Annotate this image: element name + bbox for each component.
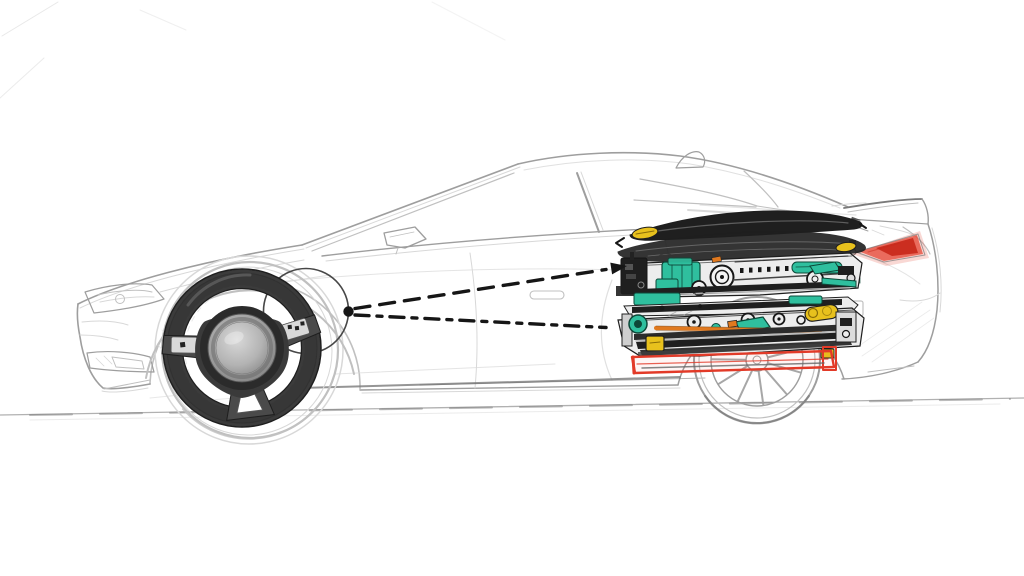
callout-line-lower	[353, 313, 608, 330]
steering-wheel	[161, 268, 322, 428]
door-handle-sketch	[529, 290, 565, 300]
rail-assembly-lower	[617, 304, 865, 359]
arrowhead-icon	[610, 262, 627, 275]
steering-wheel-hub	[195, 306, 289, 398]
sketch-guide-strokes	[0, 1, 506, 99]
blade-assembly-top	[615, 210, 867, 262]
mirror-sketch	[383, 226, 427, 255]
antenna-fin-sketch	[675, 151, 706, 169]
yellow-cap-right	[835, 241, 857, 253]
taillight	[852, 231, 929, 266]
ground-lines	[0, 376, 1024, 421]
yellow-foot	[645, 335, 665, 352]
callout-origin-dot	[343, 306, 354, 317]
headlight-sketch	[84, 283, 165, 314]
front-intake-sketch	[86, 351, 155, 373]
motor-assembly-mid	[616, 252, 863, 298]
floor-frame-red-outline	[630, 343, 837, 375]
rear-mechanism-stack	[615, 204, 867, 375]
callout-line-upper	[353, 267, 608, 311]
rail-bolts	[686, 312, 806, 330]
rivet-row	[740, 266, 789, 273]
